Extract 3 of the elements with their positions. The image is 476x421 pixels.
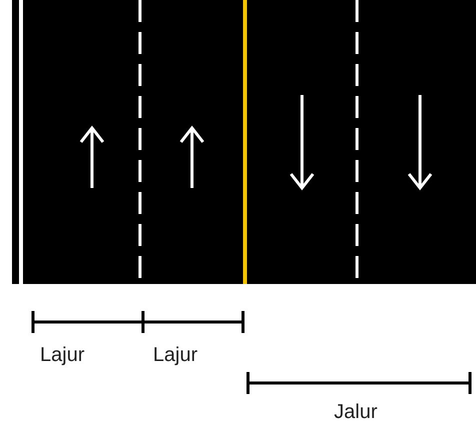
dimension-label: Jalur [334, 402, 378, 421]
dimension-label: Lajur [153, 345, 198, 365]
dimension-label: Lajur [40, 345, 84, 365]
